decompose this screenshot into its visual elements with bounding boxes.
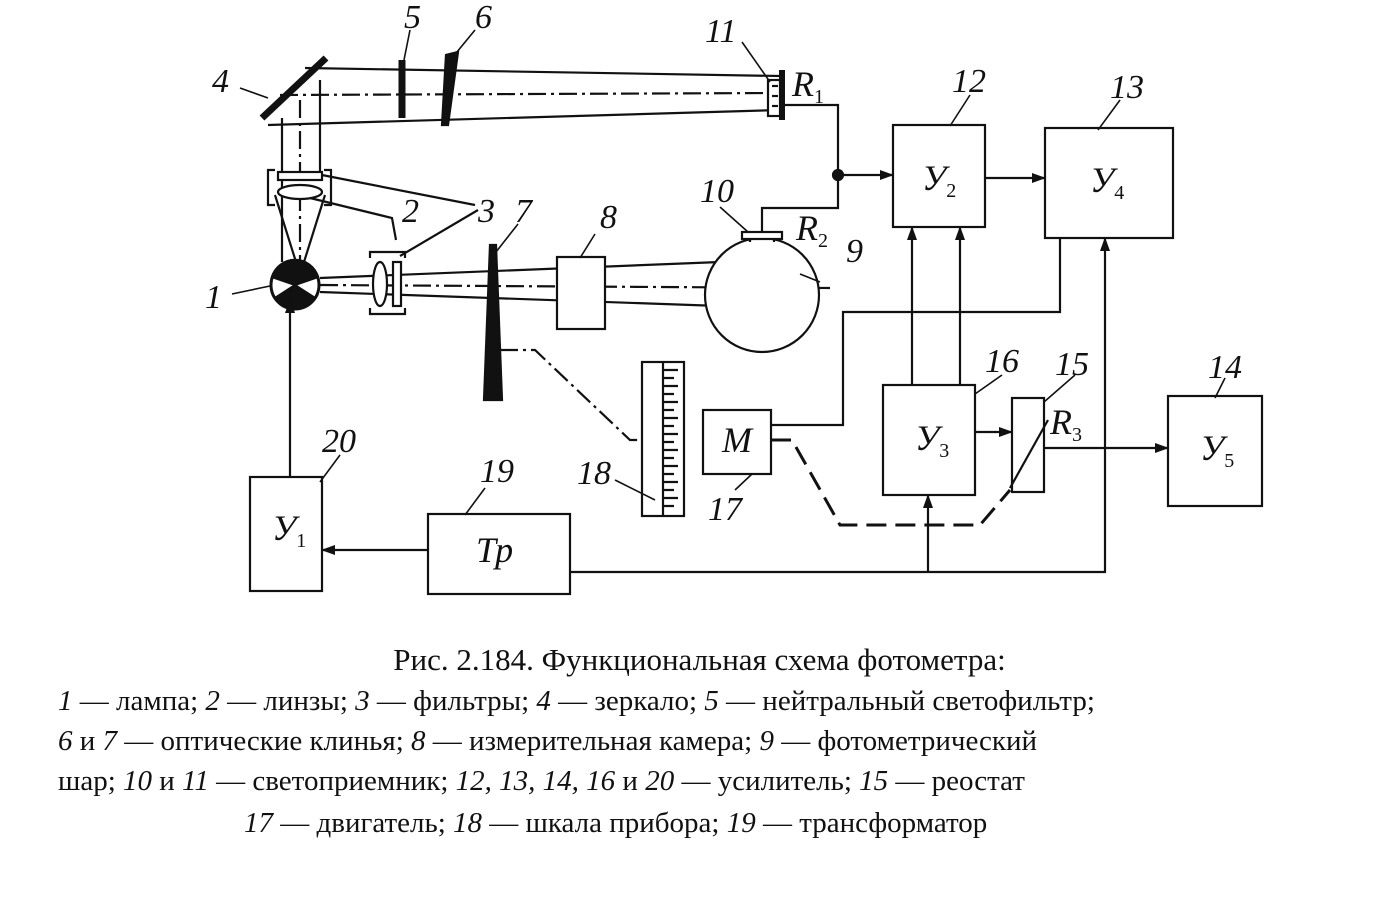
amplifier-12-block: [891, 123, 987, 229]
r3-label: R3: [1049, 402, 1082, 446]
label-12: 12: [952, 63, 986, 100]
measuring-chamber-8: [555, 255, 607, 331]
y4-text: У4: [1090, 160, 1124, 204]
photometric-sphere-9: [703, 230, 821, 354]
label-8: 8: [600, 199, 617, 236]
mechanical-links: [500, 348, 1012, 527]
instrument-scale-18: [640, 360, 686, 518]
amplifier-20-block: [248, 475, 324, 593]
r1-label: R1: [791, 64, 824, 108]
number-leaders: [231, 29, 1226, 516]
label-19: 19: [480, 453, 514, 490]
optical-wedge-7: [482, 243, 504, 402]
transformer-19-block: [426, 512, 572, 596]
label-10: 10: [700, 173, 734, 210]
legend-line-2: 6 и 7 — оптические клинья; 8 — измерител…: [58, 725, 1038, 757]
lamp-1: [269, 258, 321, 311]
photometer-schematic: 1 2 3 4 5 6 7 8 9 10 11 12 13 14 15 16 1…: [205, 0, 1264, 596]
legend-line-4: 17 — двигатель; 18 — шкала прибора; 19 —…: [244, 807, 988, 839]
photoreceiver-11: [766, 70, 785, 120]
y5-text: У5: [1200, 428, 1234, 472]
label-2: 2: [402, 193, 419, 230]
label-17: 17: [708, 491, 744, 528]
label-13: 13: [1110, 69, 1144, 106]
junction-node: [831, 168, 845, 182]
label-18: 18: [577, 455, 611, 492]
y1-text: У1: [272, 508, 306, 552]
transformer-text: Тр: [476, 530, 513, 570]
figure-caption: Рис. 2.184. Функциональная схема фотомет…: [393, 642, 1006, 677]
motor-text: M: [721, 420, 754, 460]
label-1: 1: [205, 279, 222, 316]
component-numbers: 1 2 3 4 5 6 7 8 9 10 11 12 13 14 15 16 1…: [205, 0, 1242, 528]
legend-line-1: 1 — лампа; 2 — линзы; 3 — фильтры; 4 — з…: [58, 685, 1095, 717]
label-7: 7: [515, 193, 534, 230]
optical-wedge-6: [440, 50, 460, 127]
label-20: 20: [322, 423, 356, 460]
label-15: 15: [1055, 346, 1089, 383]
label-3: 3: [477, 193, 495, 230]
y3-text: У3: [915, 418, 949, 462]
label-14: 14: [1208, 349, 1242, 386]
label-5: 5: [404, 0, 421, 36]
rheostat-15: [1010, 396, 1046, 494]
label-4: 4: [212, 63, 229, 100]
motor-17-block: [701, 408, 773, 476]
legend-line-3: шар; 10 и 11 — светоприемник; 12, 13, 14…: [58, 765, 1025, 797]
receiver-wiring: [760, 103, 894, 232]
signal-wiring: [285, 173, 1169, 574]
block-labels: У2 У4 У3 У5 У1 M Тр: [272, 158, 1234, 570]
label-16: 16: [985, 343, 1019, 380]
label-9: 9: [846, 233, 863, 270]
label-6: 6: [475, 0, 492, 36]
upper-filter-lens-assembly: [266, 168, 333, 207]
label-11: 11: [705, 13, 736, 50]
upper-light-beam: [267, 66, 781, 127]
y2-text: У2: [922, 158, 956, 202]
lower-filter-lens-assembly: [368, 250, 407, 316]
r2-label: R2: [795, 208, 828, 252]
label-leaders-2-3: [309, 173, 479, 257]
mirror-4: [259, 55, 329, 121]
